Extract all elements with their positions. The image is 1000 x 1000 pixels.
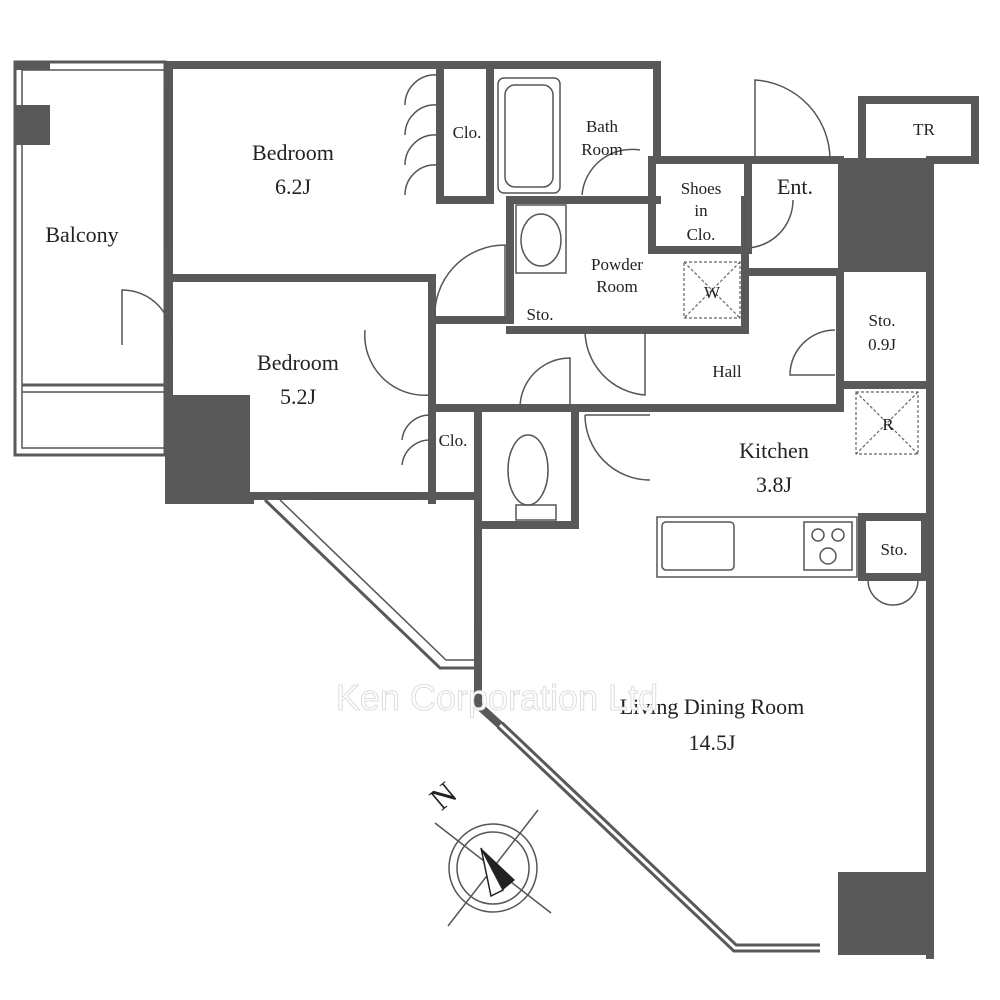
storage-kitchen-label: Sto. <box>881 540 908 559</box>
storage-hall-label: Sto. <box>869 311 896 330</box>
compass-icon: N <box>423 774 552 927</box>
window-wall <box>263 498 820 953</box>
sink <box>661 521 735 571</box>
doors <box>121 74 919 606</box>
refrigerator-space <box>855 391 919 455</box>
storage-hall-size: 0.9J <box>868 335 896 354</box>
ldr-size: 14.5J <box>688 730 736 755</box>
closet1-label: Clo. <box>453 123 482 142</box>
balcony-area <box>13 60 167 457</box>
kitchen-label: Kitchen <box>739 438 809 463</box>
shoes-closet-label: Shoes <box>681 179 722 198</box>
bathroom-label-2: Room <box>581 140 623 159</box>
shoes-closet-label-2: in <box>694 201 708 220</box>
closet2-label: Clo. <box>439 431 468 450</box>
refrigerator-label: R <box>882 415 894 434</box>
kitchen-counter <box>656 516 858 578</box>
storage-small-label: Sto. <box>527 305 554 324</box>
toilet <box>507 434 549 506</box>
powder-room-label-2: Room <box>596 277 638 296</box>
structural-column <box>838 872 930 955</box>
kitchen-size: 3.8J <box>756 472 793 497</box>
hall-label: Hall <box>712 362 742 381</box>
watermark: Ken Corporation Ltd <box>336 677 658 718</box>
windows <box>165 89 482 631</box>
bedroom2-label: Bedroom <box>257 350 339 375</box>
bedroom1-label: Bedroom <box>252 140 334 165</box>
structural-column <box>165 395 250 500</box>
bedroom1-size: 6.2J <box>275 174 312 199</box>
bathroom-label: Bath <box>586 117 619 136</box>
washer-space <box>683 261 741 319</box>
stove <box>803 521 853 571</box>
structural-column <box>838 158 930 272</box>
trunk-room-label: TR <box>913 120 935 139</box>
shoes-closet-label-3: Clo. <box>687 225 716 244</box>
entrance-label: Ent. <box>777 174 813 199</box>
ldr-label: Living Dining Room <box>620 694 805 719</box>
washer-label: W <box>704 283 721 302</box>
fixtures <box>497 77 919 578</box>
powder-room-label: Powder <box>591 255 643 274</box>
north-label: N <box>423 774 464 816</box>
bedroom2-size: 5.2J <box>280 384 317 409</box>
balcony-label: Balcony <box>45 222 118 247</box>
